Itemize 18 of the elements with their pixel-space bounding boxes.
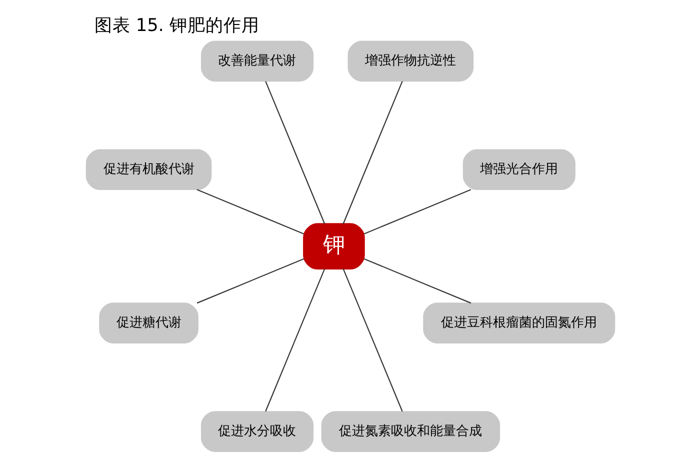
connector [196, 189, 304, 234]
node-box: 改善能量代谢 [200, 40, 314, 82]
node-box: 增强光合作用 [462, 149, 575, 190]
diagram-title: 图表 15. 钾肥的作用 [94, 16, 260, 36]
connector [264, 81, 325, 224]
connector [264, 268, 325, 412]
node-box: 促进糖代谢 [98, 302, 198, 344]
connector [363, 189, 471, 234]
node-box: 促进豆科根瘤菌的固氮作用 [422, 302, 615, 344]
connector [342, 81, 402, 224]
node-box: 增强作物抗逆性 [347, 40, 474, 82]
node-box: 促进有机酸代谢 [85, 149, 212, 190]
node-box: 促进氮素吸收和能量合成 [320, 411, 500, 452]
connector [342, 268, 402, 412]
node-box: 促进水分吸收 [200, 411, 314, 452]
connector [363, 258, 471, 304]
connector [196, 258, 304, 304]
node-box: 钾 [302, 223, 364, 270]
